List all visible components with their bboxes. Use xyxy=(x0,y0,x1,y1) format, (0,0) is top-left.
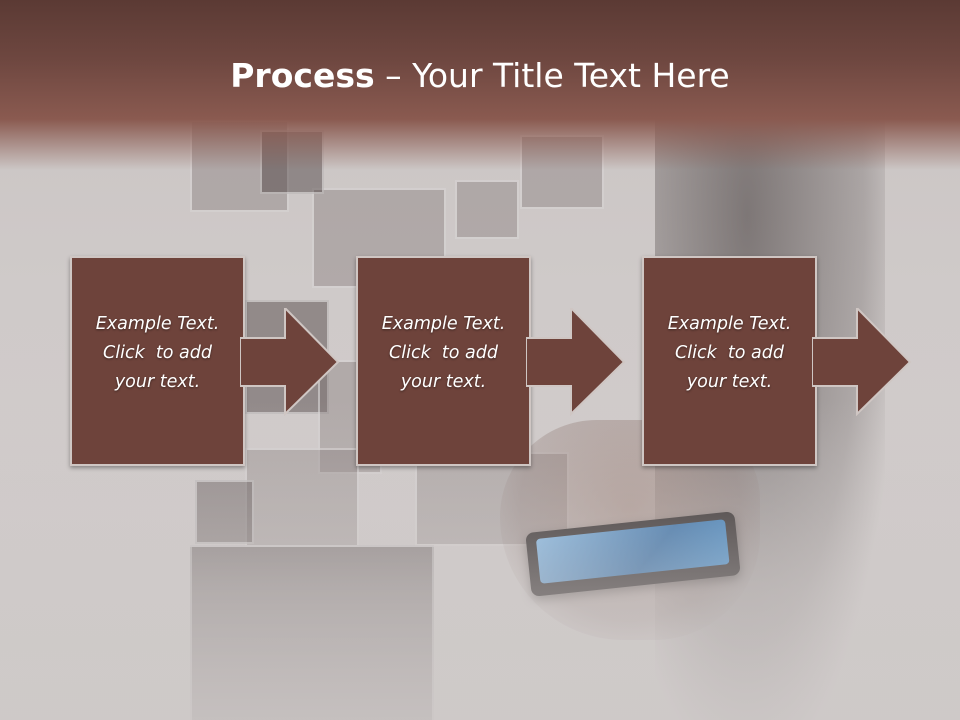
slide-title[interactable]: Process – Your Title Text Here xyxy=(0,54,960,98)
process-step-2[interactable]: Example Text. Click to add your text. xyxy=(356,256,531,466)
step-text-line: your text. xyxy=(114,372,201,392)
step-text[interactable]: Example Text. Click to add your text. xyxy=(644,310,815,397)
step-text-line: Example Text. xyxy=(95,314,220,334)
step-text-line: your text. xyxy=(686,372,773,392)
collage-tile xyxy=(455,180,519,239)
step-box[interactable]: Example Text. Click to add your text. xyxy=(356,256,531,466)
step-text-line: Example Text. xyxy=(381,314,506,334)
step-box[interactable]: Example Text. Click to add your text. xyxy=(642,256,817,466)
process-step-1[interactable]: Example Text. Click to add your text. xyxy=(70,256,245,466)
step-text[interactable]: Example Text. Click to add your text. xyxy=(72,310,243,397)
step-text-line: Click to add xyxy=(389,343,498,363)
step-text[interactable]: Example Text. Click to add your text. xyxy=(358,310,529,397)
right-arrow-icon xyxy=(240,308,340,416)
title-rest: – Your Title Text Here xyxy=(374,56,730,95)
title-bold: Process xyxy=(230,56,375,95)
title-band xyxy=(0,0,960,170)
step-text-line: Example Text. xyxy=(667,314,792,334)
right-arrow-icon xyxy=(526,308,626,416)
step-box[interactable]: Example Text. Click to add your text. xyxy=(70,256,245,466)
step-text-line: your text. xyxy=(400,372,487,392)
right-arrow-icon xyxy=(812,308,912,416)
step-text-line: Click to add xyxy=(675,343,784,363)
step-text-line: Click to add xyxy=(103,343,212,363)
process-step-3[interactable]: Example Text. Click to add your text. xyxy=(642,256,817,466)
